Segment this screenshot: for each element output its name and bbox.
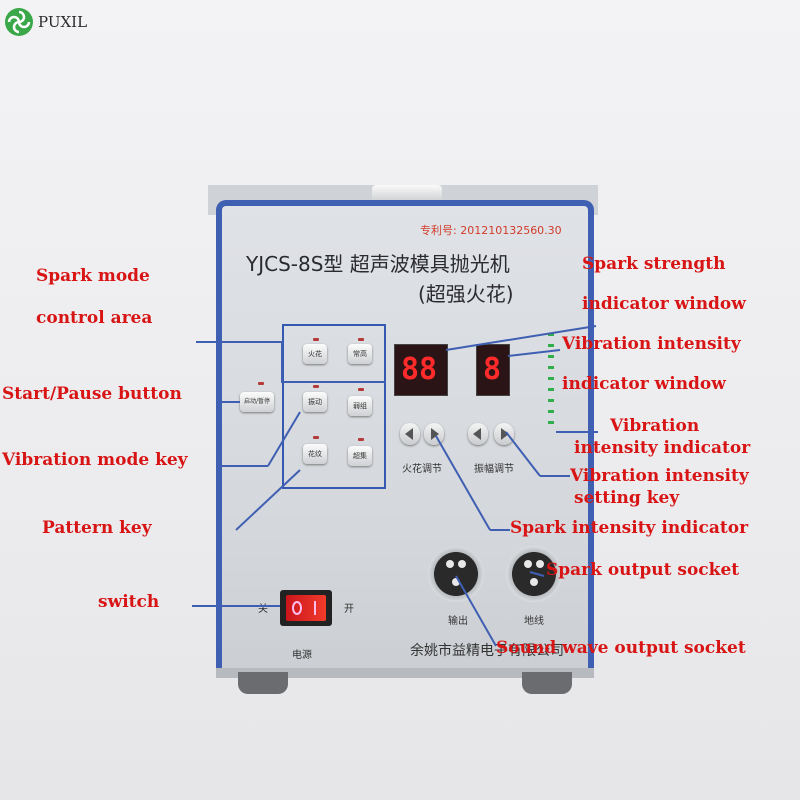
on-label: 开: [344, 604, 354, 615]
vibration-display-value: 8: [483, 352, 502, 387]
manufacturer-name: 余姚市益精电子有限公司: [410, 643, 564, 659]
led-indicator: [258, 382, 264, 385]
vibration-indicator-bar: [548, 366, 554, 369]
annotation-vibration-setting: Vibration intensity: [570, 466, 749, 486]
brand-name: PUXIL: [38, 13, 88, 31]
start-pause-button[interactable]: 启动/暂停: [240, 392, 274, 412]
vibration-indicator-bar: [548, 388, 554, 391]
vibration-indicator-bar: [548, 421, 554, 424]
led-indicator: [313, 436, 319, 439]
annotation-start-pause: Start/Pause button: [2, 384, 182, 404]
swirl-logo-icon: [5, 8, 33, 36]
vibration-decrease-key[interactable]: [468, 423, 488, 445]
spark-strength-window: 88: [394, 344, 448, 396]
annotation-switch: switch: [98, 592, 160, 612]
spark-adjust-label: 火花调节: [402, 464, 442, 475]
led-indicator: [358, 388, 364, 391]
annotation-spark-mode: Spark mode: [36, 266, 150, 286]
high-key[interactable]: 常高: [348, 344, 372, 364]
led-indicator: [313, 338, 319, 341]
vibration-indicator-bar: [548, 344, 554, 347]
led-indicator: [313, 385, 319, 388]
vibration-indicator-bar: [548, 410, 554, 413]
spark-mode-control-area: [282, 324, 386, 489]
annotation-spark-output-socket: Spark output socket: [546, 560, 740, 580]
annotation-vibration-mode-key: Vibration mode key: [2, 450, 188, 470]
device-foot-left: [238, 672, 288, 694]
annotation-sound-wave-socket: Sound wave output socket: [496, 638, 746, 658]
weak-key[interactable]: 弱组: [348, 396, 372, 416]
spark-key[interactable]: 火花: [303, 344, 327, 364]
led-indicator: [358, 438, 364, 441]
spark-increase-key[interactable]: [424, 423, 444, 445]
vibration-increase-key[interactable]: [494, 423, 514, 445]
annotation-setting-key: setting key: [574, 488, 680, 508]
super-key[interactable]: 超集: [348, 446, 372, 466]
annotation-vibration: Vibration: [610, 416, 700, 436]
annotation-pattern-key: Pattern key: [42, 518, 152, 538]
brand-logo: PUXIL: [4, 4, 100, 40]
spark-output-socket[interactable]: [428, 546, 484, 602]
ground-label: 地线: [524, 616, 544, 627]
model-title: YJCS-8S型 超声波模具抛光机: [246, 252, 510, 276]
annotation-vibration-window: indicator window: [562, 374, 726, 394]
pattern-key[interactable]: 花纹: [303, 444, 327, 464]
output-label: 输出: [448, 616, 468, 627]
spark-display-value: 88: [401, 352, 438, 387]
device-base: [216, 668, 594, 678]
on-mark-icon: [314, 601, 316, 615]
vibration-mode-key[interactable]: 振动: [303, 392, 327, 412]
vibration-indicator-bar: [548, 355, 554, 358]
off-mark-icon: [292, 601, 302, 615]
power-label: 电源: [292, 650, 312, 661]
annotation-vibration-indicator: intensity indicator: [574, 438, 751, 458]
annotation-indicator-window: indicator window: [582, 294, 746, 314]
led-indicator: [358, 338, 364, 341]
vibration-indicator-bar: [548, 333, 554, 336]
annotation-spark-strength: Spark strength: [582, 254, 726, 274]
spark-decrease-key[interactable]: [400, 423, 420, 445]
model-subtitle: (超强火花): [418, 282, 514, 306]
annotation-control-area: control area: [36, 308, 153, 328]
vibration-intensity-window: 8: [476, 344, 510, 396]
patent-number: 专利号: 201210132560.30: [420, 224, 562, 237]
vibration-indicator-bar: [548, 377, 554, 380]
off-label: 关: [258, 604, 268, 615]
annotation-vibration-intensity: Vibration intensity: [562, 334, 741, 354]
vibration-indicator-bar: [548, 399, 554, 402]
vibration-adjust-label: 振幅调节: [474, 464, 514, 475]
annotation-spark-intensity-indicator: Spark intensity indicator: [510, 518, 749, 538]
device-foot-right: [522, 672, 572, 694]
